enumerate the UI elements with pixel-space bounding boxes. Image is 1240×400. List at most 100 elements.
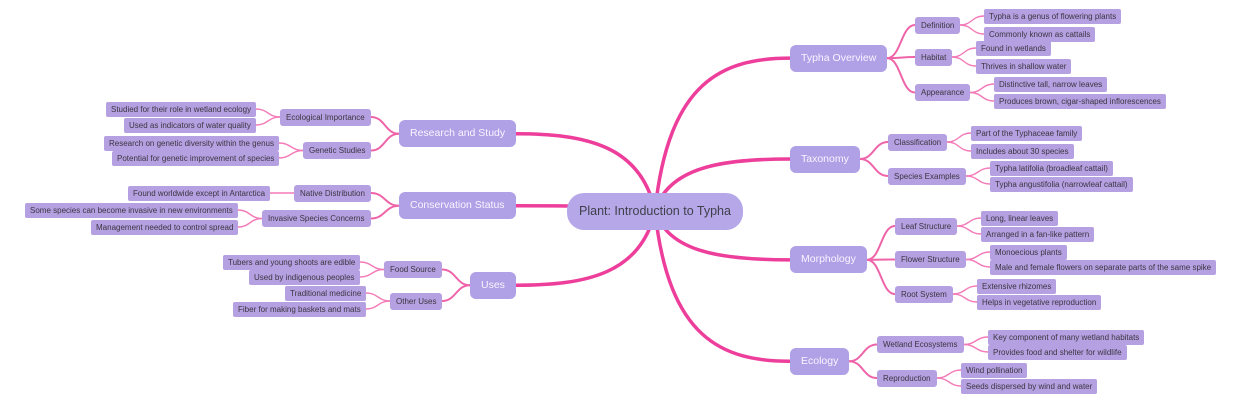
subbranch-node[interactable]: Native Distribution: [294, 185, 371, 202]
connector-link: [886, 56, 916, 60]
connector-link: [848, 360, 878, 379]
connector-link: [848, 343, 878, 363]
connector-link: [952, 285, 978, 295]
leaf-node[interactable]: Used by indigenous peoples: [249, 270, 360, 285]
leaf-node[interactable]: Part of the Typhaceae family: [971, 126, 1083, 141]
connector-link: [936, 377, 962, 387]
subbranch-node[interactable]: Ecological Importance: [280, 109, 371, 126]
leaf-node[interactable]: Management needed to control spread: [91, 220, 239, 235]
connector-link: [969, 83, 995, 94]
connector-link: [956, 217, 982, 227]
leaf-node[interactable]: Commonly known as cattails: [984, 27, 1096, 42]
branch-node[interactable]: Research and Study: [399, 120, 517, 147]
connector-link: [965, 251, 991, 261]
connector-link: [255, 116, 281, 126]
subbranch-node[interactable]: Leaf Structure: [895, 218, 958, 235]
connector-link: [951, 56, 977, 67]
leaf-node[interactable]: Seeds dispersed by wind and water: [961, 379, 1098, 394]
branch-node[interactable]: Typha Overview: [790, 45, 888, 72]
leaf-node[interactable]: Distinctive tall, narrow leaves: [994, 77, 1108, 92]
connector-link: [959, 24, 985, 35]
subbranch-node[interactable]: Species Examples: [888, 168, 966, 185]
leaf-node[interactable]: Key component of many wetland habitats: [988, 330, 1145, 345]
subbranch-node[interactable]: Flower Structure: [895, 251, 966, 268]
subbranch-node[interactable]: Invasive Species Concerns: [262, 210, 371, 227]
connector-link: [278, 142, 304, 152]
connector-link: [963, 343, 989, 353]
connector-link: [255, 108, 281, 118]
branch-node[interactable]: Taxonomy: [790, 146, 860, 173]
subbranch-node[interactable]: Wetland Ecosystems: [877, 336, 964, 353]
mindmap-root-node[interactable]: Plant: Introduction to Typha: [567, 192, 743, 230]
leaf-node[interactable]: Tubers and young shoots are edible: [223, 255, 361, 270]
connector-link: [956, 225, 982, 235]
leaf-node[interactable]: Typha angustifolia (narrowleaf cattail): [990, 177, 1133, 192]
leaf-node[interactable]: Fiber for making baskets and mats: [233, 302, 366, 317]
connector-link: [237, 209, 263, 220]
leaf-node[interactable]: Found in wetlands: [976, 41, 1051, 56]
branch-node[interactable]: Uses: [470, 272, 516, 299]
leaf-node[interactable]: Typha is a genus of flowering plants: [984, 9, 1122, 24]
connector-link: [951, 47, 977, 58]
leaf-node[interactable]: Wind pollination: [961, 363, 1028, 378]
leaf-node[interactable]: Monoecious plants: [990, 245, 1067, 260]
leaf-node[interactable]: Produces brown, cigar-shaped inflorescen…: [994, 94, 1166, 109]
connector-link: [514, 209, 657, 287]
subbranch-node[interactable]: Reproduction: [877, 370, 937, 387]
connector-link: [886, 24, 916, 60]
connector-link: [866, 225, 896, 261]
leaf-node[interactable]: Arranged in a fan-like pattern: [981, 227, 1095, 242]
connector-link: [859, 141, 889, 160]
leaf-node[interactable]: Research on genetic diversity within the…: [104, 136, 279, 151]
connector-link: [370, 192, 400, 207]
leaf-node[interactable]: Provides food and shelter for wildlife: [988, 345, 1127, 360]
leaf-node[interactable]: Helps in vegetative reproduction: [977, 295, 1102, 310]
connector-link: [866, 258, 896, 295]
connector-link: [370, 132, 400, 152]
leaf-node[interactable]: Used as indicators of water quality: [124, 118, 256, 133]
subbranch-node[interactable]: Classification: [888, 134, 948, 151]
subbranch-node[interactable]: Appearance: [915, 84, 971, 101]
subbranch-node[interactable]: Other Uses: [390, 293, 443, 310]
leaf-node[interactable]: Male and female flowers on separate part…: [990, 260, 1217, 275]
connector-link: [963, 336, 989, 346]
connector-link: [359, 268, 385, 278]
connector-link: [952, 293, 978, 303]
leaf-node[interactable]: Studied for their role in wetland ecolog…: [106, 102, 257, 117]
leaf-node[interactable]: Includes about 30 species: [971, 144, 1074, 159]
connector-link: [237, 217, 263, 228]
leaf-node[interactable]: Thrives in shallow water: [976, 59, 1072, 74]
connector-link: [965, 258, 991, 268]
connector-link: [441, 284, 471, 302]
leaf-node[interactable]: Traditional medicine: [285, 286, 367, 301]
leaf-node[interactable]: Some species can become invasive in new …: [25, 203, 238, 218]
connector-link: [278, 149, 304, 159]
connector-link: [514, 132, 657, 213]
leaf-node[interactable]: Found worldwide except in Antarctica: [128, 186, 271, 201]
subbranch-node[interactable]: Food Source: [384, 261, 442, 278]
subbranch-node[interactable]: Definition: [915, 17, 961, 34]
connector-link: [365, 300, 391, 310]
leaf-node[interactable]: Extensive rhizomes: [977, 279, 1057, 294]
connector-link: [959, 15, 985, 26]
connector-link: [946, 132, 972, 143]
connector-link: [936, 369, 962, 379]
connector-link: [886, 57, 916, 94]
connector-link: [965, 167, 991, 177]
connector-link: [370, 204, 400, 220]
connector-link: [365, 292, 391, 302]
connector-link: [370, 116, 400, 135]
connector-link: [441, 268, 471, 287]
subbranch-node[interactable]: Habitat: [915, 49, 953, 66]
subbranch-node[interactable]: Genetic Studies: [303, 142, 372, 159]
connector-link: [965, 175, 991, 185]
leaf-node[interactable]: Typha latifolia (broadleaf cattail): [990, 161, 1113, 176]
subbranch-node[interactable]: Root System: [895, 286, 953, 303]
branch-node[interactable]: Ecology: [790, 348, 850, 375]
connector-link: [653, 56, 792, 213]
branch-node[interactable]: Conservation Status: [399, 192, 516, 219]
leaf-node[interactable]: Long, linear leaves: [981, 211, 1059, 226]
leaf-node[interactable]: Potential for genetic improvement of spe…: [112, 151, 280, 166]
branch-node[interactable]: Morphology: [790, 246, 867, 273]
